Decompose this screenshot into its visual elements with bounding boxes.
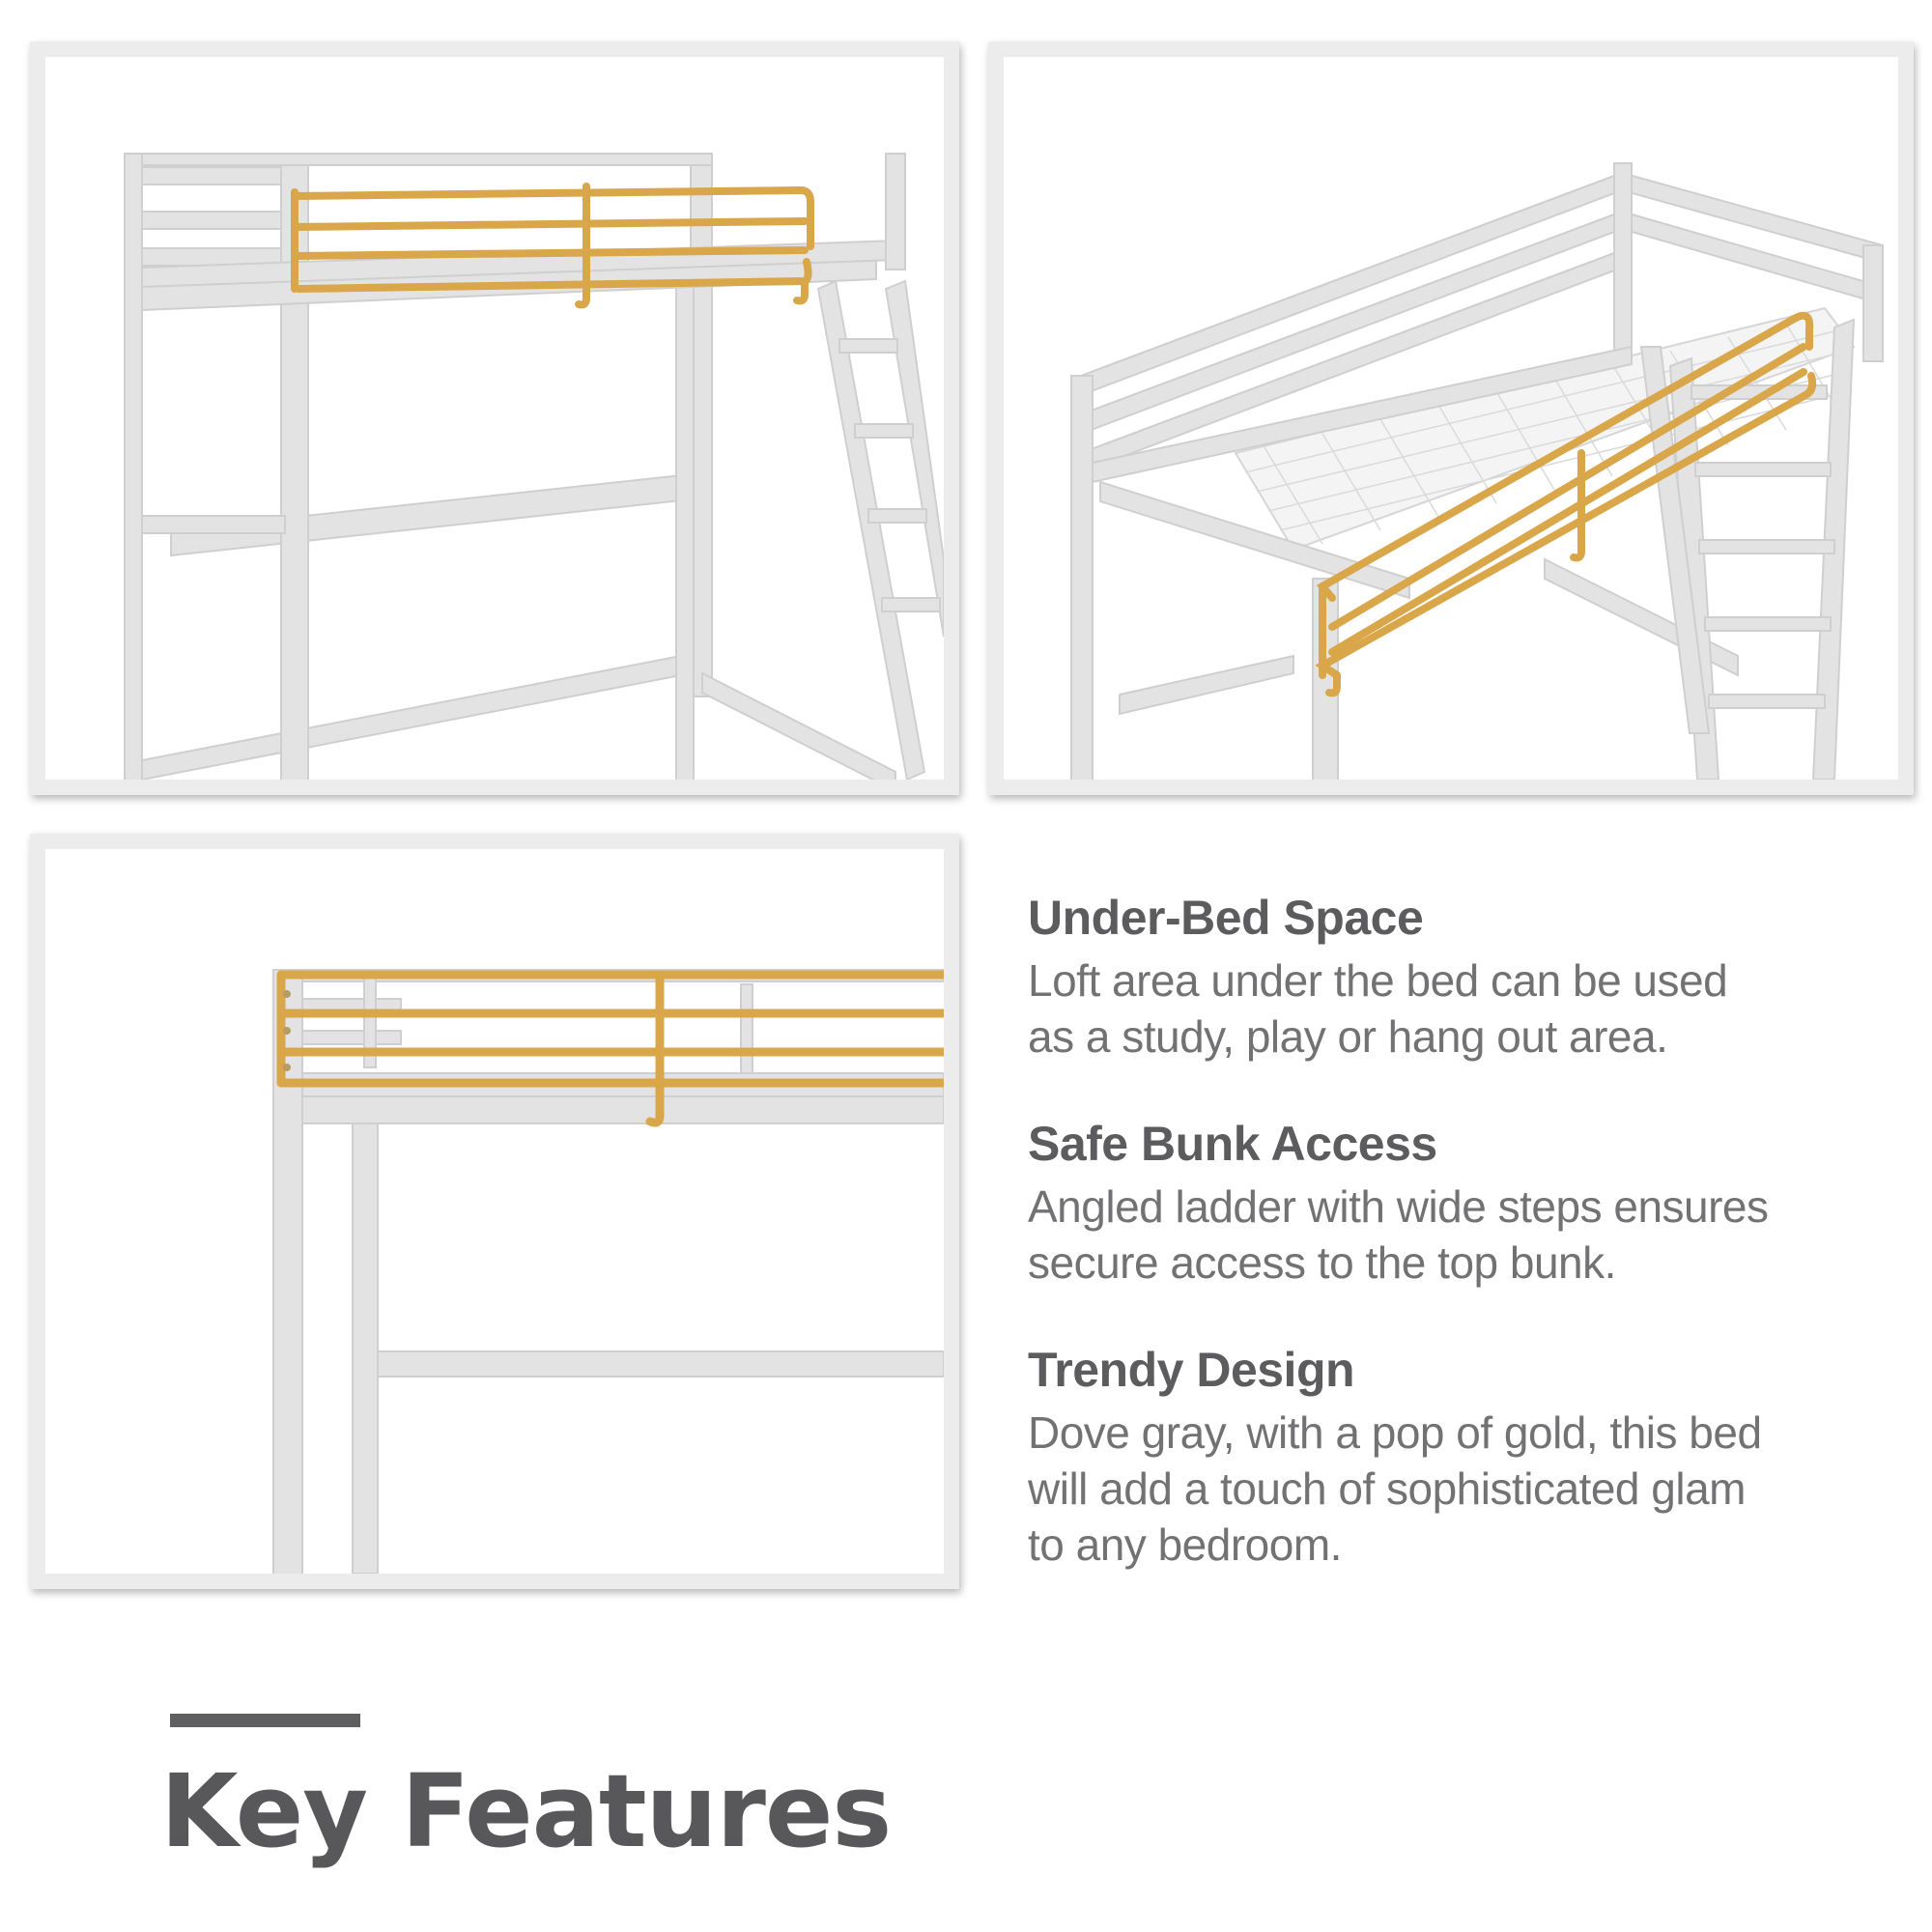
feature-description: Angled ladder with wide steps ensures se… xyxy=(1028,1179,1878,1291)
feature-description: Loft area under the bed can be used as a… xyxy=(1028,952,1878,1065)
page-title: Key Features xyxy=(160,1752,892,1870)
loft-bed-angled-view-image xyxy=(1070,162,1884,780)
feature-under-bed-space: Under-Bed Space Loft area under the bed … xyxy=(1028,889,1878,1065)
feature-title: Under-Bed Space xyxy=(1028,891,1424,945)
rail-closeup-panel xyxy=(30,834,959,1589)
feature-line: secure access to the top bunk. xyxy=(1028,1237,1616,1288)
feature-description: Dove gray, with a pop of gold, this bed … xyxy=(1028,1405,1878,1573)
feature-line: Loft area under the bed can be used xyxy=(1028,955,1728,1006)
loft-bed-front-view-image xyxy=(124,153,944,780)
feature-safe-bunk-access: Safe Bunk Access Angled ladder with wide… xyxy=(1028,1115,1878,1291)
feature-line: Angled ladder with wide steps ensures xyxy=(1028,1181,1769,1232)
heading-accent-bar xyxy=(170,1714,360,1727)
feature-line: will add a touch of sophisticated glam xyxy=(1028,1463,1747,1514)
feature-line: to any bedroom. xyxy=(1028,1520,1342,1570)
feature-trendy-design: Trendy Design Dove gray, with a pop of g… xyxy=(1028,1341,1878,1573)
feature-list: Under-Bed Space Loft area under the bed … xyxy=(1028,889,1878,1623)
angled-view-panel xyxy=(988,42,1914,795)
feature-line: Dove gray, with a pop of gold, this bed xyxy=(1028,1407,1762,1458)
feature-title: Safe Bunk Access xyxy=(1028,1117,1437,1171)
front-view-panel xyxy=(30,42,959,795)
loft-bed-guardrail-closeup-image xyxy=(272,969,944,1574)
feature-title: Trendy Design xyxy=(1028,1343,1355,1397)
feature-line: as a study, play or hang out area. xyxy=(1028,1011,1668,1062)
